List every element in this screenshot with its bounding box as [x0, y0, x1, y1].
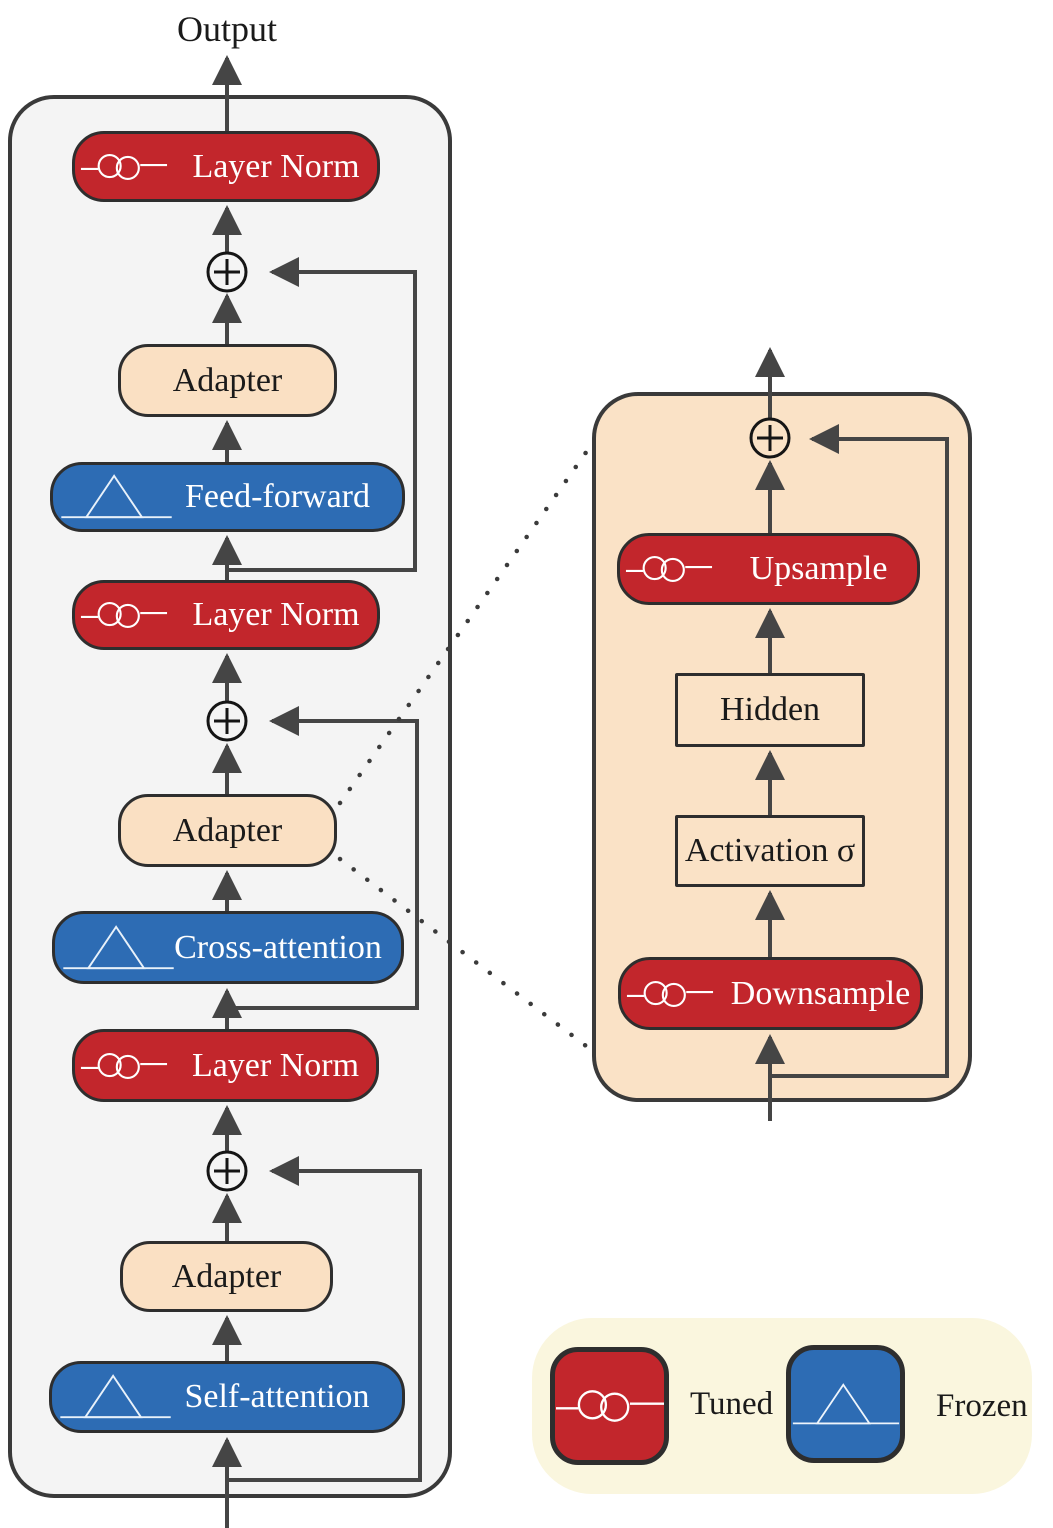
block-label: Adapter — [172, 361, 283, 399]
block-label: Adapter — [172, 811, 283, 849]
legend-tuned-label: Tuned — [690, 1386, 774, 1422]
frozen-icon — [58, 473, 176, 521]
block-label: Layer Norm — [191, 1046, 360, 1084]
layer-norm-box-bottom: Layer Norm — [72, 1029, 379, 1102]
hidden-box: Hidden — [675, 673, 865, 747]
tuned-icon — [80, 598, 168, 632]
legend-frozen-chip — [786, 1345, 905, 1463]
block-label: Layer Norm — [192, 147, 360, 185]
block-label: Hidden — [719, 691, 821, 728]
layer-norm-box-middle: Layer Norm — [72, 580, 380, 650]
tuned-icon — [626, 977, 714, 1011]
tuned-icon — [625, 552, 713, 586]
adapter-box-bottom: Adapter — [120, 1241, 333, 1312]
cross-attention-box: Cross-attention — [52, 911, 404, 984]
feed-forward-box: Feed-forward — [50, 462, 405, 532]
block-label: Adapter — [171, 1257, 282, 1295]
tuned-icon — [80, 1049, 168, 1083]
adapter-box-top: Adapter — [118, 344, 337, 417]
legend-tuned-chip — [550, 1347, 669, 1465]
frozen-icon — [791, 1382, 901, 1427]
block-label: Layer Norm — [192, 596, 360, 633]
tuned-icon — [80, 150, 168, 184]
legend-frozen-label: Frozen — [936, 1388, 1028, 1424]
tuned-icon — [555, 1386, 664, 1426]
upsample-box: Upsample — [617, 533, 920, 605]
activation-box: Activation σ — [675, 815, 865, 887]
block-label: Activation σ — [684, 832, 856, 869]
layer-norm-box-top: Layer Norm — [72, 131, 380, 202]
output-label: Output — [177, 9, 278, 49]
adapter-box-middle: Adapter — [118, 794, 337, 867]
frozen-icon — [60, 924, 178, 972]
frozen-icon — [57, 1373, 175, 1421]
self-attention-box: Self-attention — [49, 1361, 405, 1433]
downsample-box: Downsample — [618, 957, 923, 1030]
